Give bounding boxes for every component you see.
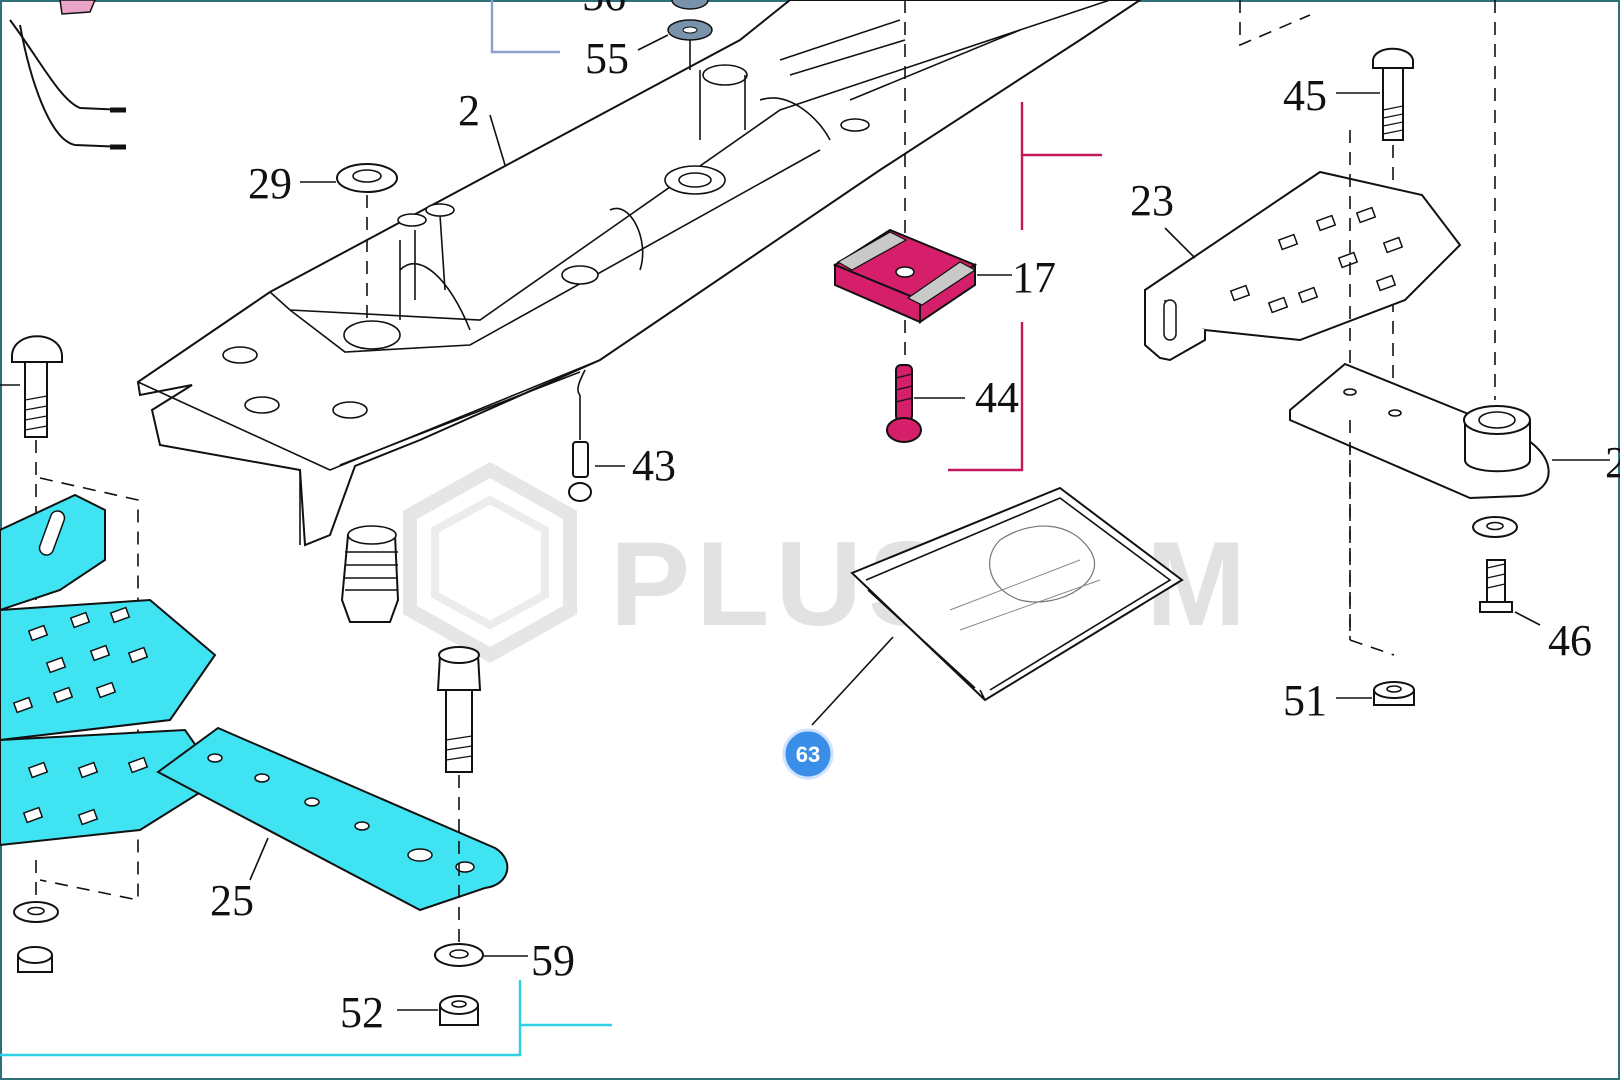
- leader-63: [811, 636, 894, 726]
- part-label-45: 45: [1283, 71, 1327, 120]
- bolt-46: [1472, 516, 1518, 613]
- main-arm-housing: [136, 0, 1142, 547]
- instruction-booklet: [850, 486, 1184, 702]
- badge-number: 63: [796, 742, 820, 767]
- leader-46: [1514, 611, 1541, 626]
- part-label-56: 56: [582, 0, 626, 20]
- part-label-29: 29: [248, 159, 292, 208]
- part-label-23: 23: [1130, 176, 1174, 225]
- part-label-55: 55: [585, 34, 629, 83]
- callout-bracket-cyan: [0, 980, 612, 1057]
- threaded-fitting: [340, 525, 400, 623]
- pivot-plate: [1289, 362, 1550, 500]
- part-label-2: 2: [458, 86, 480, 135]
- part-label-51: 51: [1283, 676, 1327, 725]
- axis-top-right: [1239, 0, 1311, 47]
- bracket-25-cyan: [0, 493, 222, 847]
- nut-29: [336, 163, 398, 320]
- axis-left: [39, 477, 139, 901]
- bracket-23: [1144, 170, 1462, 362]
- hex-bolt-left: [436, 646, 482, 945]
- screw-43: [568, 395, 592, 502]
- axis-51: [1349, 420, 1395, 656]
- part-badge-63[interactable]: 63: [782, 728, 834, 780]
- nut-52: [439, 995, 479, 1026]
- leader-23: [1164, 227, 1196, 259]
- leader-55: [637, 34, 669, 51]
- callout-bracket-56-55: [490, 0, 560, 54]
- nut-51: [1373, 681, 1415, 706]
- callout-bracket-red: [948, 102, 1102, 472]
- part-label-24: 2: [1605, 438, 1620, 487]
- washer-nut-left: [13, 860, 59, 973]
- washer-55: [667, 0, 713, 70]
- plate-25-cyan: [156, 726, 509, 912]
- leader-25: [249, 837, 269, 881]
- part-label-44: 44: [975, 373, 1019, 422]
- part-label-59: 59: [531, 936, 575, 985]
- leader-2: [489, 114, 506, 166]
- bolt-44: [886, 364, 922, 443]
- part-label-52: 52: [340, 988, 384, 1037]
- part-label-43: 43: [632, 441, 676, 490]
- slider-block-17: [832, 228, 978, 324]
- part-label-46: 46: [1548, 616, 1592, 665]
- cable-fragment: [9, 0, 126, 150]
- part-label-17: 17: [1012, 253, 1056, 302]
- part-label-25: 25: [210, 876, 254, 925]
- washer-59: [434, 943, 484, 967]
